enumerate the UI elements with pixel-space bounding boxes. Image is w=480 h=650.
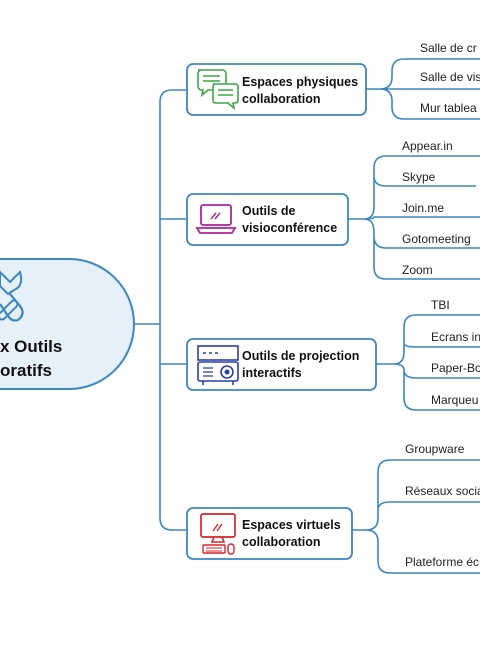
branch-node-visioconference[interactable]: Outils de visioconférence xyxy=(186,193,349,246)
leaf-item[interactable]: Salle de cr xyxy=(420,41,477,55)
branch-3-connector xyxy=(376,314,480,411)
branch-1-line2: collaboration xyxy=(242,92,320,106)
tools-icon xyxy=(0,270,24,322)
branch-1-line1: Espaces physiques xyxy=(242,75,358,89)
leaf-item[interactable]: Marqueu xyxy=(431,393,478,407)
leaf-item[interactable]: Salle de vis xyxy=(420,70,480,84)
branch-2-connector xyxy=(348,155,480,280)
branch-2-line2: visioconférence xyxy=(242,221,337,235)
leaf-item[interactable]: TBI xyxy=(431,298,450,312)
leaf-item[interactable]: Join.me xyxy=(402,201,444,215)
branch-node-projection[interactable]: Outils de projection interactifs xyxy=(186,338,377,391)
leaf-item[interactable]: Skype xyxy=(402,170,436,184)
chat-bubbles-icon xyxy=(197,69,239,111)
branch-1-leaves: Salle de cr Salle de vis Mur tablea xyxy=(420,41,480,115)
leaf-item[interactable]: Zoom xyxy=(402,263,433,277)
root-title-line1: x Outils xyxy=(0,337,62,356)
branch-3-line2: interactifs xyxy=(242,366,302,380)
root-title-line2: oratifs xyxy=(0,361,52,380)
branch-4-line2: collaboration xyxy=(242,535,320,549)
leaf-item[interactable]: Appear.in xyxy=(402,139,453,153)
leaf-item[interactable]: Plateforme éc xyxy=(405,555,479,569)
leaf-item[interactable]: Gotomeeting xyxy=(402,232,471,246)
branch-4-leaves: Groupware Réseaux socia Plateforme éc xyxy=(405,442,480,569)
projector-icon xyxy=(197,345,239,385)
leaf-item[interactable]: Paper-Bo xyxy=(431,361,480,375)
leaf-item[interactable]: Ecrans in xyxy=(431,330,480,344)
computer-icon xyxy=(200,513,236,555)
laptop-icon xyxy=(195,204,237,234)
branch-node-espaces-physiques[interactable]: Espaces physiques collaboration xyxy=(186,63,367,116)
leaf-item[interactable]: Réseaux socia xyxy=(405,484,480,498)
trunk-line xyxy=(159,89,186,531)
branch-3-line1: Outils de projection xyxy=(242,349,359,363)
branch-4-line1: Espaces virtuels xyxy=(242,518,341,532)
leaf-item[interactable]: Groupware xyxy=(405,442,465,456)
branch-2-line1: Outils de xyxy=(242,204,296,218)
branch-1-connector xyxy=(366,58,480,120)
root-node[interactable]: x Outils oratifs xyxy=(0,258,135,390)
branch-2-leaves: Appear.in Skype Join.me Gotomeeting Zoom xyxy=(402,139,471,277)
branch-4-connector xyxy=(352,459,480,574)
branch-3-leaves: TBI Ecrans in Paper-Bo Marqueu xyxy=(431,298,480,407)
leaf-item[interactable]: Mur tablea xyxy=(420,101,477,115)
branch-node-espaces-virtuels[interactable]: Espaces virtuels collaboration xyxy=(186,507,353,560)
